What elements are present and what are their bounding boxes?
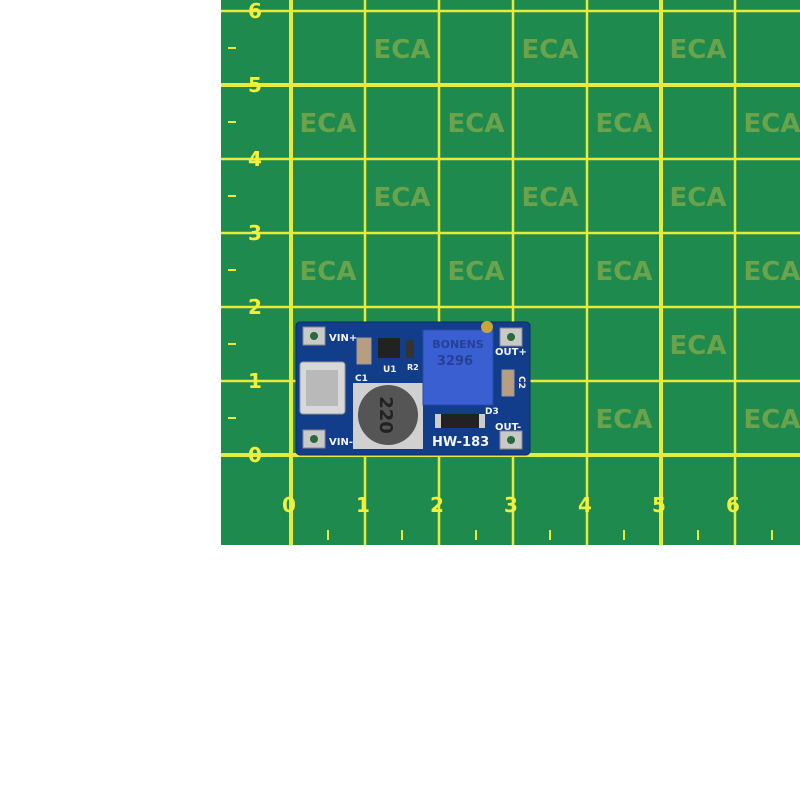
- x-axis-label: 0: [282, 493, 296, 517]
- eca-watermark: ECA: [744, 257, 800, 287]
- y-axis-label: 6: [248, 0, 262, 23]
- r2-label: R2: [407, 363, 419, 372]
- boost-converter-board: 220 BONENS 3296 VIN+ VIN- OUT+ OUT- U1 R…: [295, 321, 531, 456]
- eca-watermark: ECA: [448, 109, 505, 139]
- capacitor-c2: [501, 369, 515, 397]
- y-axis-label: 2: [248, 295, 262, 319]
- eca-watermark: ECA: [596, 257, 653, 287]
- eca-watermark: ECA: [670, 35, 727, 65]
- resistor-r2: [406, 340, 414, 358]
- x-axis-label: 2: [430, 493, 444, 517]
- x-axis-label: 3: [504, 493, 518, 517]
- trimmer-potentiometer[interactable]: [422, 329, 494, 406]
- x-axis-label: 4: [578, 493, 592, 517]
- x-axis-label: 6: [726, 493, 740, 517]
- y-axis-label: 1: [248, 369, 262, 393]
- eca-watermark: ECA: [300, 109, 357, 139]
- trim-screw[interactable]: [481, 321, 493, 333]
- eca-watermark: ECA: [744, 109, 800, 139]
- eca-watermark: ECA: [670, 183, 727, 213]
- y-axis-label: 4: [248, 147, 262, 171]
- eca-watermark: ECA: [744, 405, 800, 435]
- eca-watermark: ECA: [670, 331, 727, 361]
- vin-minus-label: VIN-: [329, 437, 353, 448]
- c1-label: C1: [355, 374, 368, 384]
- eca-watermark: ECA: [522, 35, 579, 65]
- chip-u1: [378, 338, 400, 358]
- y-axis-label: 5: [248, 73, 262, 97]
- y-axis-labels: 0 1 2 3 4 5 6: [248, 0, 262, 467]
- y-axis-label: 3: [248, 221, 262, 245]
- d3-label: D3: [485, 407, 499, 417]
- watermarks: ECA ECA ECA ECA ECA ECA ECA ECA ECA ECA ECA ECA ECA E…: [300, 35, 800, 435]
- eca-watermark: ECA: [596, 109, 653, 139]
- out-minus-label: OUT-: [495, 422, 521, 433]
- x-axis-label: 5: [652, 493, 666, 517]
- eca-watermark: ECA: [522, 183, 579, 213]
- x-axis-label: 1: [356, 493, 370, 517]
- c2-label: C2: [516, 376, 526, 389]
- eca-watermark: ECA: [596, 405, 653, 435]
- inductor-label: 220: [375, 396, 396, 434]
- y-axis-label: 0: [248, 443, 262, 467]
- eca-watermark: ECA: [448, 257, 505, 287]
- x-axis-labels: 0 1 2 3 4 5 6: [282, 493, 740, 517]
- pot-brand: BONENS: [432, 338, 484, 351]
- eca-watermark: ECA: [374, 183, 431, 213]
- u1-label: U1: [383, 365, 397, 375]
- board-model-label: HW-183: [432, 435, 489, 450]
- pot-model: 3296: [437, 354, 473, 369]
- eca-watermark: ECA: [300, 257, 357, 287]
- out-plus-label: OUT+: [495, 347, 527, 358]
- vin-plus-label: VIN+: [329, 333, 357, 344]
- diode-d3: [441, 414, 479, 428]
- capacitor-c1: [356, 337, 372, 365]
- eca-watermark: ECA: [374, 35, 431, 65]
